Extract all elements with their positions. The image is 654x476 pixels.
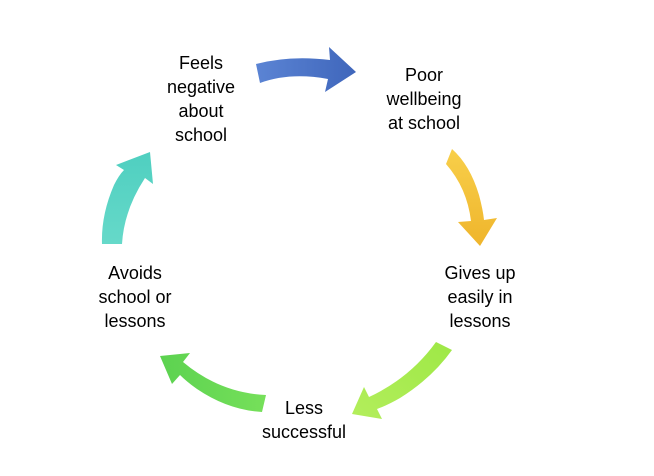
node-feels-negative-line-2: negative bbox=[166, 77, 236, 97]
node-poor-wellbeing: Poor wellbeing at school bbox=[354, 63, 494, 135]
node-avoids-school: Avoids school or lessons bbox=[65, 261, 205, 333]
node-gives-up-line-3: lessons bbox=[449, 311, 511, 331]
node-gives-up: Gives up easily in lessons bbox=[410, 261, 550, 333]
node-poor-wellbeing-line-1: Poor bbox=[404, 65, 444, 85]
node-poor-wellbeing-line-2: wellbeing bbox=[386, 89, 462, 109]
node-avoids-school-line-3: lessons bbox=[104, 311, 166, 331]
node-less-successful-line-1: Less bbox=[284, 398, 324, 418]
node-feels-negative-line-4: school bbox=[174, 125, 228, 145]
node-feels-negative: Feels negative about school bbox=[131, 51, 271, 147]
arrow-less-successful-to-avoids bbox=[160, 353, 266, 412]
node-feels-negative-line-3: about bbox=[178, 101, 224, 121]
arrow-avoids-to-feels bbox=[101, 152, 153, 244]
node-feels-negative-line-1: Feels bbox=[178, 53, 223, 73]
node-gives-up-line-1: Gives up bbox=[444, 263, 516, 283]
arrow-wellbeing-to-givesup bbox=[446, 149, 497, 246]
node-less-successful: Less successful bbox=[234, 396, 374, 444]
node-gives-up-line-2: easily in bbox=[447, 287, 513, 307]
node-avoids-school-line-2: school or bbox=[98, 287, 172, 307]
arrow-givesup-to-less-successful bbox=[352, 342, 452, 419]
node-less-successful-line-2: successful bbox=[261, 422, 347, 442]
node-poor-wellbeing-line-3: at school bbox=[387, 113, 461, 133]
arrow-feels-to-wellbeing bbox=[256, 47, 356, 92]
node-avoids-school-line-1: Avoids bbox=[108, 263, 162, 283]
